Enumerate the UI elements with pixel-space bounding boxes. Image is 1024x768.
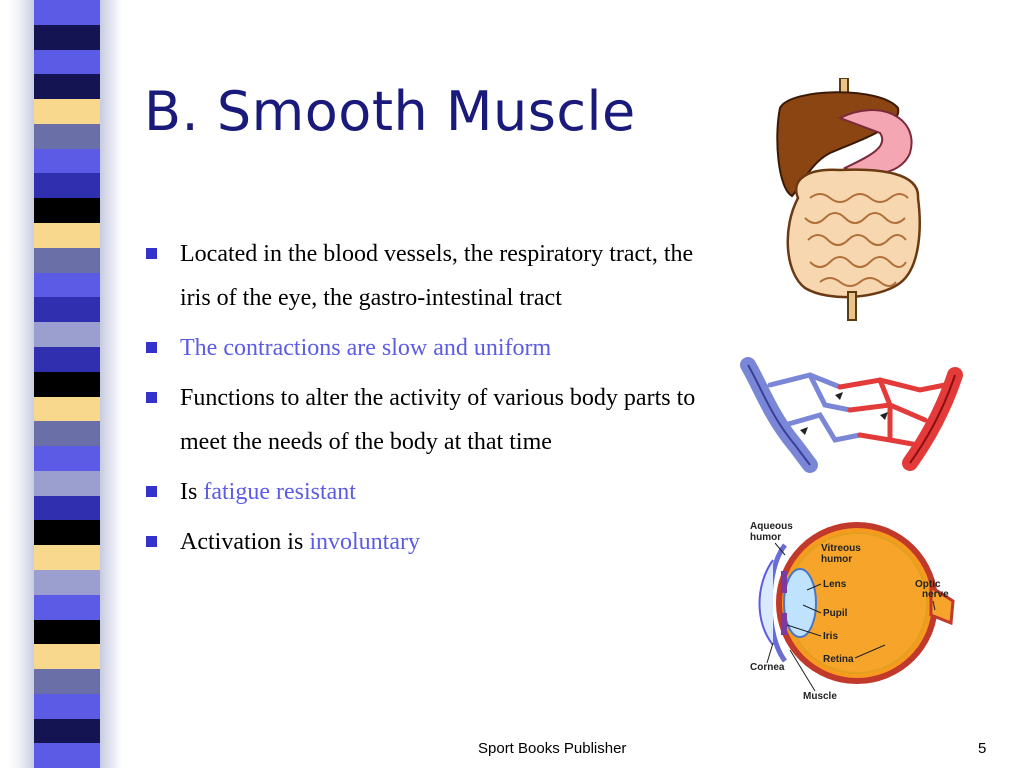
bullet-square-icon	[146, 342, 157, 353]
stripe-band	[34, 743, 100, 768]
label-pupil: Pupil	[823, 608, 848, 619]
stripe-band	[34, 173, 100, 199]
stripe-band	[34, 371, 100, 397]
stripe-band	[34, 669, 100, 694]
bullet-square-icon	[146, 392, 157, 403]
bullet-text: Activation is	[180, 529, 310, 555]
stripe-band	[34, 495, 100, 521]
stripe-band	[34, 99, 100, 124]
digestive-system-illustration	[776, 78, 921, 321]
stripe-band	[34, 569, 100, 595]
bullet-item: Functions to alter the activity of vario…	[146, 376, 706, 464]
page-number: 5	[978, 740, 987, 757]
stripe-band	[34, 74, 100, 100]
stripe-band	[34, 322, 100, 347]
stripe-band	[34, 49, 100, 75]
bullet-item: The contractions are slow and uniform	[146, 326, 706, 370]
stripe-band	[34, 272, 100, 298]
stripe-band	[34, 297, 100, 323]
stripe-band	[34, 223, 100, 248]
label-cornea: Cornea	[750, 662, 785, 673]
label-vitreous: Vitreous	[821, 543, 861, 554]
stripe-band	[34, 24, 100, 50]
stripe-band	[34, 693, 100, 719]
label-aqueous: Aqueous	[750, 521, 793, 532]
label-optic: Optic	[915, 579, 941, 590]
label-muscle: Muscle	[803, 691, 837, 702]
label-lens: Lens	[823, 579, 847, 590]
stripe-band	[34, 346, 100, 372]
decorative-stripe-shadow	[100, 0, 122, 768]
stripe-band	[34, 718, 100, 744]
bullet-square-icon	[146, 536, 157, 547]
label-optic-nerve: nerve	[922, 589, 949, 600]
footer-publisher: Sport Books Publisher	[478, 740, 627, 757]
label-retina: Retina	[823, 654, 854, 665]
stripe-band	[34, 198, 100, 224]
bullet-text: Located in the blood vessels, the respir…	[180, 241, 694, 311]
bullet-square-icon	[146, 248, 157, 259]
bullet-square-icon	[146, 486, 157, 497]
blood-vessels-illustration	[740, 357, 963, 473]
label-vitreous-humor: humor	[821, 554, 852, 565]
stripe-band	[34, 446, 100, 471]
stripe-band	[34, 421, 100, 447]
label-aqueous-humor: humor	[750, 532, 781, 543]
bullet-accent-text: fatigue resistant	[203, 479, 356, 505]
bullet-accent-text: involuntary	[309, 529, 420, 555]
bullet-text: Is	[180, 479, 204, 505]
stripe-band	[34, 123, 100, 149]
bullet-list: Located in the blood vessels, the respir…	[146, 232, 706, 570]
stripe-band	[34, 545, 100, 570]
stripe-band	[34, 396, 100, 422]
stripe-band	[34, 470, 100, 496]
bullet-text: Functions to alter the activity of vario…	[180, 385, 696, 455]
bullet-accent-text: The contractions are slow and uniform	[180, 335, 552, 361]
stripe-band	[34, 247, 100, 273]
label-iris: Iris	[823, 631, 838, 642]
stripe-band	[34, 619, 100, 645]
stripe-band	[34, 148, 100, 174]
bullet-item: Is fatigue resistant	[146, 470, 706, 514]
stripe-band	[34, 520, 100, 546]
bullet-item: Located in the blood vessels, the respir…	[146, 232, 706, 320]
decorative-stripe-column	[34, 0, 100, 768]
stripe-band	[34, 594, 100, 620]
slide-title: B. Smooth Muscle	[144, 80, 636, 143]
stripe-band	[34, 0, 100, 25]
eye-diagram: Aqueous humor Vitreous humor Lens Pupil …	[750, 521, 955, 702]
bullet-item: Activation is involuntary	[146, 520, 706, 564]
stripe-band	[34, 644, 100, 670]
